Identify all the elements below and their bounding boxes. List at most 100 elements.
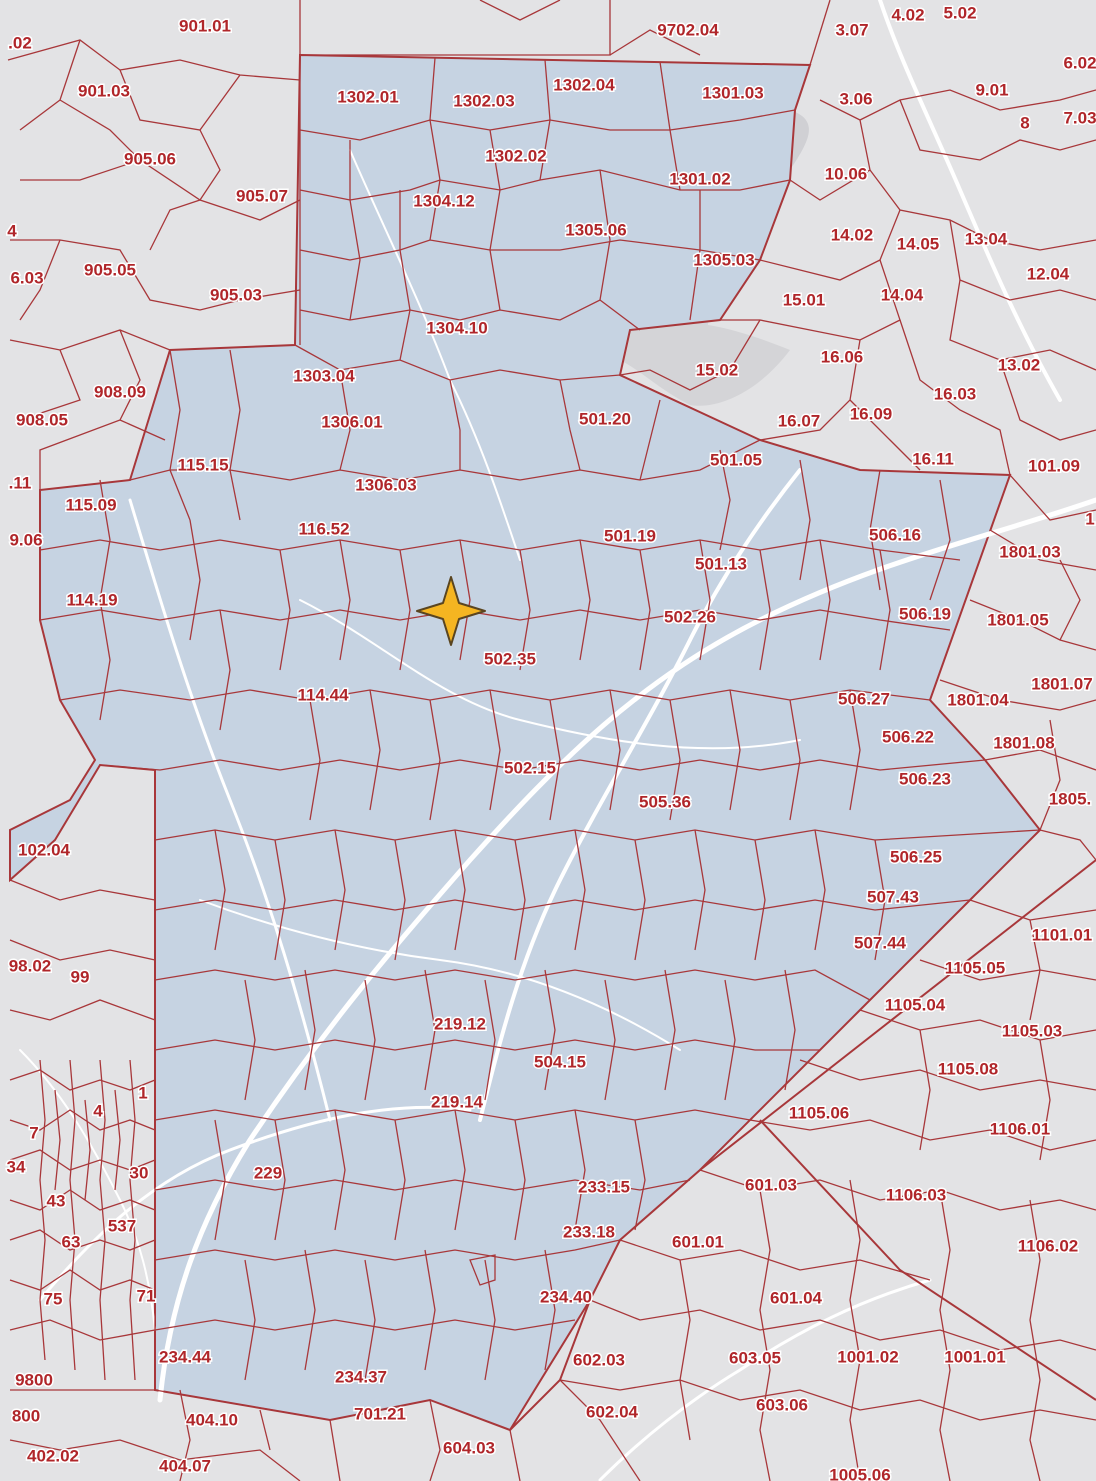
tract-label: 16.07 [778,411,821,430]
tract-label: 6.02 [1063,53,1096,72]
tract-label: 1105.06 [789,1103,850,1122]
tract-label: 4.02 [891,5,924,24]
tract-label: 1801.04 [947,690,1009,709]
tract-label: 16.11 [912,449,954,468]
tract-label: 7.03 [1063,108,1096,127]
gray-lowland-shape [620,321,790,406]
tract-label: 505.36 [639,792,691,811]
tract-label: 5.02 [943,3,976,22]
tract-label: 506.16 [869,525,921,544]
highway-road [128,498,332,1122]
tract-label: 1105.04 [885,995,946,1014]
tract-label: 229 [254,1163,282,1182]
tract-label: 905.07 [236,186,288,205]
tract-label: 234.37 [335,1367,387,1386]
tract-label: 1 [138,1083,147,1102]
tract-label: 901.01 [179,16,231,35]
tract-label: 603.05 [729,1348,781,1367]
local-road [299,599,801,750]
tract-label: 1106.01 [990,1119,1051,1138]
tract-label: 75 [44,1289,63,1308]
tract-label: 1302.03 [453,91,514,110]
tract-label: 502.15 [504,758,556,777]
tract-label: 507.43 [867,887,919,906]
tract-label: 507.44 [854,933,907,952]
tract-label: 102.04 [18,840,71,859]
tract-label: 233.18 [563,1222,615,1241]
highway-road [878,0,1062,402]
tract-label: 502.35 [484,649,536,668]
tract-label: 14.05 [897,234,940,253]
tract-label: 63 [62,1232,81,1251]
tract-label: 3.06 [839,89,872,108]
tract-label: 101.09 [1028,456,1080,475]
tract-label: 506.25 [890,847,942,866]
tract-label: 13.02 [998,355,1041,374]
tract-label: 1805. [1049,789,1092,808]
tract-label: 1106.03 [886,1185,947,1204]
tract-label: 16.03 [934,384,977,403]
tract-label: 234.40 [540,1287,592,1306]
tract-label: 1304.12 [413,191,474,210]
tract-label: 501.13 [695,554,747,573]
star-marker-icon[interactable] [416,576,486,646]
tract-label: 234.44 [159,1347,212,1366]
local-road [199,899,681,1051]
tract-label: 6.03 [10,268,43,287]
road-layer [19,0,1096,1481]
highway-road [38,1105,472,1302]
tract-label: 1305.06 [565,220,626,239]
tract-label: 1302.01 [337,87,398,106]
tract-label: 1302.04 [553,75,615,94]
tract-label: 30 [130,1163,149,1182]
tract-label: 15.02 [696,360,739,379]
tract-label: 15.01 [783,290,826,309]
tract-label: .11 [9,473,32,492]
tract-label: 9.01 [975,80,1008,99]
tract-label: 1105.08 [938,1059,999,1078]
tract-label: 701.21 [354,1404,406,1423]
tract-label: 908.05 [16,410,68,429]
tract-label: 98.02 [9,956,52,975]
tract-label: 501.20 [579,409,631,428]
tract-label: 14.04 [881,285,924,304]
tract-label: .02 [8,33,32,52]
tract-label: 1105.03 [1002,1021,1063,1040]
tract-label: 114.19 [66,590,117,609]
tract-label: 1301.02 [669,169,730,188]
tract-label: 601.04 [770,1288,823,1307]
tract-label: 506.23 [899,769,951,788]
tract-boundaries [7,0,1096,1481]
tract-label: 1101.01 [1032,925,1093,944]
tract-label: 501.19 [604,526,656,545]
tract-label: 1001.02 [837,1347,898,1366]
tract-label: 404.10 [186,1410,238,1429]
tract-label: 7 [29,1123,38,1142]
tract-label: 13.04 [965,229,1008,248]
tract-label: 12.04 [1027,264,1070,283]
tract-label: 506.27 [838,689,890,708]
tract-label: 1304.10 [426,318,487,337]
tract-label: 602.03 [573,1350,625,1369]
tract-label: 905.06 [124,149,176,168]
tract-label: 3.07 [835,20,868,39]
tract-label: 604.03 [443,1438,495,1457]
tract-label: 537 [108,1216,136,1235]
tract-label: 1303.04 [293,366,355,385]
tract-label: 8 [1020,113,1029,132]
tract-label: 219.12 [434,1014,486,1033]
tract-label: 14.02 [831,225,874,244]
tract-label: 603.06 [756,1395,808,1414]
tract-label: 99 [71,967,90,986]
tract-label: 601.03 [745,1175,797,1194]
tract-label: 219.14 [431,1092,484,1111]
tract-label: 901.03 [78,81,130,100]
tract-label: 71 [137,1286,156,1305]
tract-label: 601.01 [672,1232,724,1251]
tract-label-layer: 901.01 9702.04 3.07 4.02 5.02 .02 901.03… [5,2,1096,1481]
tract-label: 404.07 [159,1456,211,1475]
tract-label: 402.02 [27,1446,79,1465]
tract-label: 602.04 [586,1402,639,1421]
